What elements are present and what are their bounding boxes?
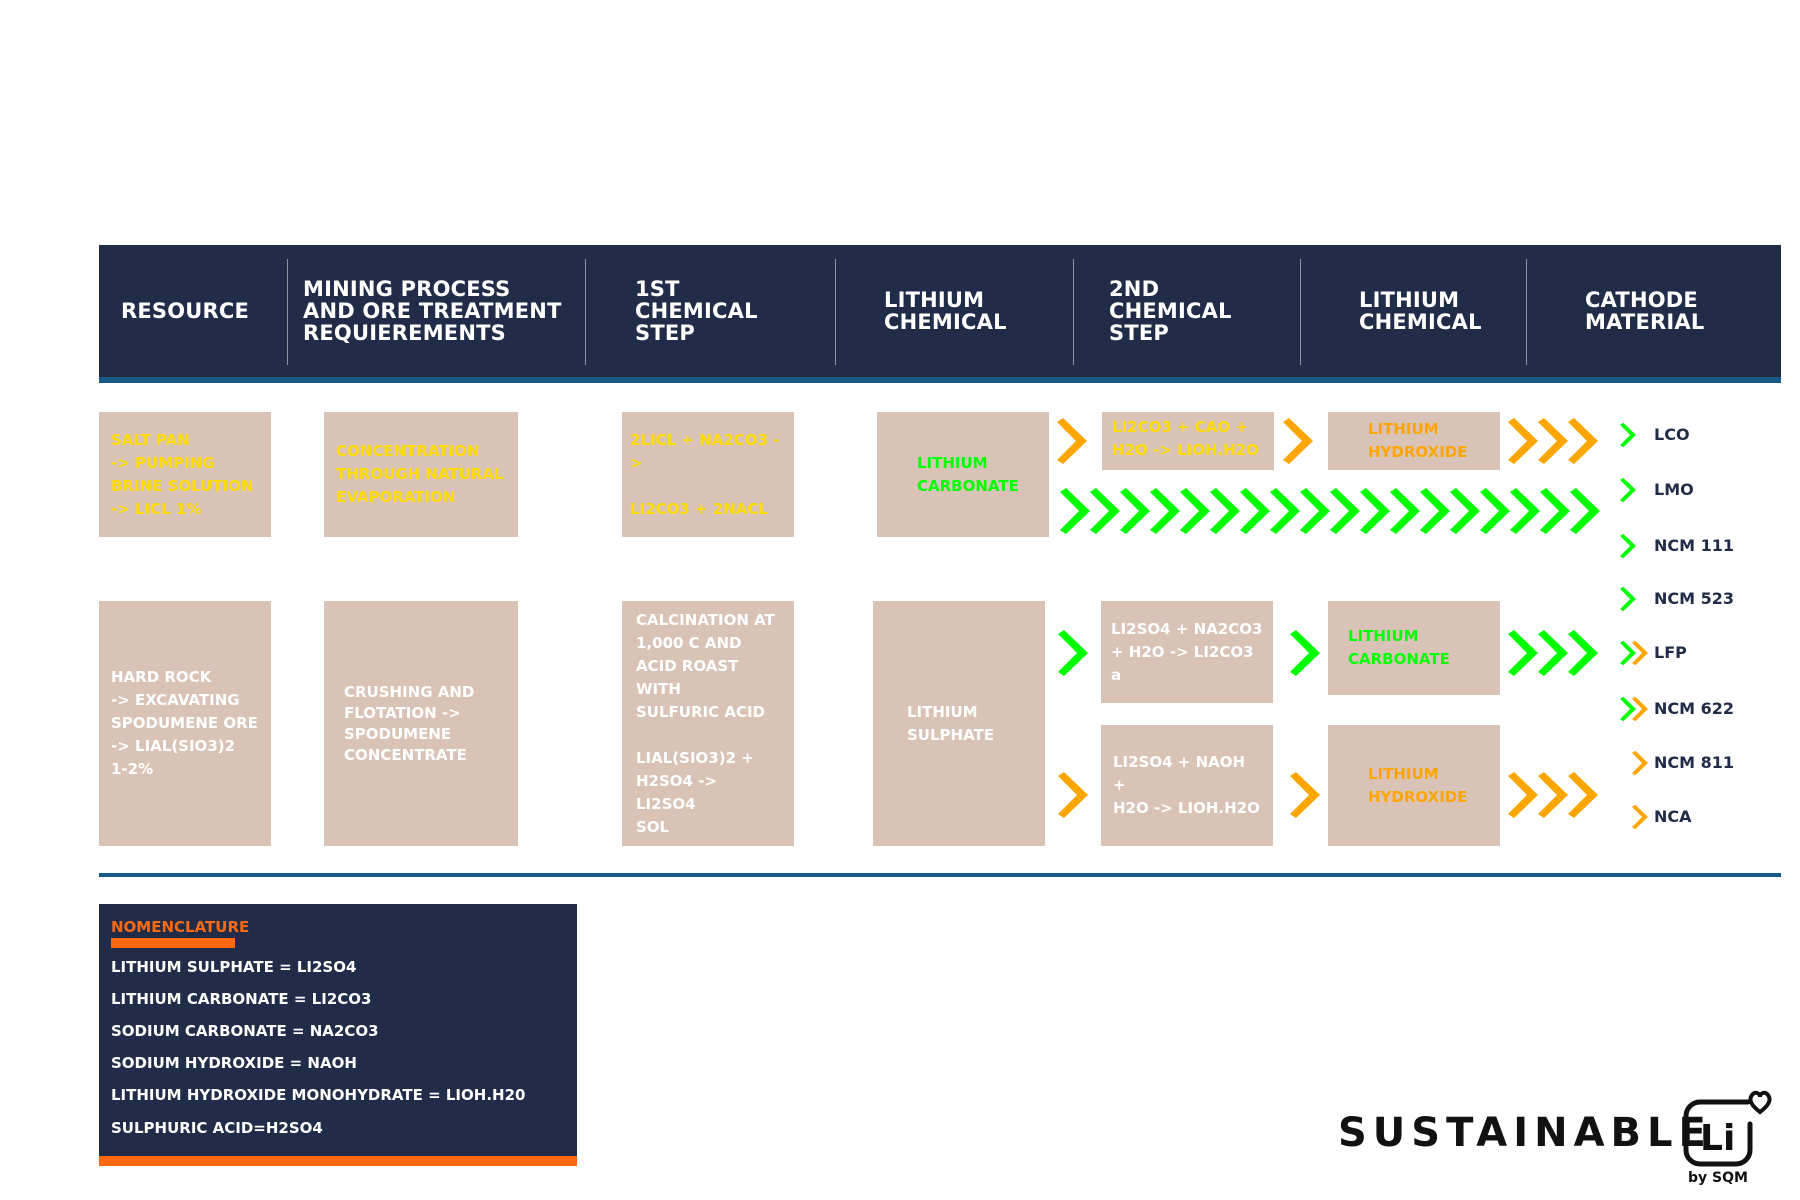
- chevron-right-icon: [1270, 488, 1300, 534]
- hardrock-second-step-carbonate-box: LI2SO4 + NA2CO3 + H2O -> LI2CO3 a: [1101, 601, 1273, 703]
- brine-first-step-box: 2LICL + NA2CO3 -> LI2CO3 + 2NACL: [622, 412, 794, 537]
- nomenclature-item: SODIUM HYDROXIDE = NAOH: [111, 1054, 357, 1072]
- nomenclature-item: LITHIUM CARBONATE = LI2CO3: [111, 990, 372, 1008]
- cathode-material-label: NCM 811: [1654, 753, 1735, 772]
- chevron-right-icon: [1290, 772, 1320, 818]
- chevron-right-icon: [1300, 488, 1330, 534]
- header-divider: [287, 259, 288, 365]
- nomenclature-item: SODIUM CARBONATE = NA2CO3: [111, 1022, 379, 1040]
- chevron-green-icon: [1620, 477, 1636, 503]
- cathode-material-label: NCM 622: [1654, 699, 1735, 718]
- hardrock-second-step-hydroxide-box: LI2SO4 + NAOH + H2O -> LIOH.H2O: [1101, 725, 1273, 846]
- brine-mining-box: CONCENTRATION THROUGH NATURAL EVAPORATIO…: [324, 412, 518, 537]
- chevron-green-icon: [1620, 586, 1636, 612]
- chevron-right-icon: [1057, 418, 1087, 464]
- header-underline: [99, 377, 1781, 383]
- header-lithium-chemical: LITHIUM CHEMICAL: [884, 288, 1007, 334]
- chevron-right-icon: [1510, 488, 1540, 534]
- header-lithium-chemical-2: LITHIUM CHEMICAL: [1359, 288, 1482, 334]
- chevron-right-icon: [1508, 630, 1538, 676]
- nomenclature-item: LITHIUM SULPHATE = LI2SO4: [111, 958, 357, 976]
- chevron-right-icon: [1570, 488, 1600, 534]
- cathode-material-label: NCA: [1654, 807, 1692, 826]
- chevron-right-icon: [1150, 488, 1180, 534]
- chevron-right-icon: [1568, 772, 1598, 818]
- brine-lithium-hydroxide-box: LITHIUM HYDROXIDE: [1328, 412, 1500, 470]
- chevron-right-icon: [1090, 488, 1120, 534]
- header-cathode-material: CATHODE MATERIAL: [1585, 288, 1705, 334]
- chevron-right-icon: [1290, 630, 1320, 676]
- chevron-right-icon: [1180, 488, 1210, 534]
- nomenclature-accent-bar: [99, 1156, 577, 1166]
- logo-by-sqm: by SQM: [1688, 1170, 1748, 1186]
- brine-resource-box: SALT PAN -> PUMPING BRINE SOLUTION -> LI…: [99, 412, 271, 537]
- hardrock-mining-box: CRUSHING AND FLOTATION -> SPODUMENE CONC…: [324, 601, 518, 846]
- chevron-right-icon: [1508, 418, 1538, 464]
- sustainable-li-logo: SUSTAINABLE Li by SQM: [1338, 1088, 1778, 1193]
- chevron-right-icon: [1058, 630, 1088, 676]
- header-divider: [1526, 259, 1527, 365]
- brine-lithium-carbonate-box: LITHIUM CARBONATE: [877, 412, 1049, 537]
- chevron-right-icon: [1568, 630, 1598, 676]
- chevron-right-icon: [1240, 488, 1270, 534]
- chevron-right-icon: [1210, 488, 1240, 534]
- chevron-right-icon: [1538, 772, 1568, 818]
- chevron-right-icon: [1450, 488, 1480, 534]
- header-divider: [835, 259, 836, 365]
- nomenclature-item: LITHIUM HYDROXIDE MONOHYDRATE = LIOH.H20: [111, 1086, 526, 1104]
- chevron-right-icon: [1540, 488, 1570, 534]
- chevron-right-icon: [1538, 418, 1568, 464]
- chevron-orange-icon: [1632, 750, 1648, 776]
- cathode-material-label: LMO: [1654, 480, 1694, 499]
- header-band: RESOURCE MINING PROCESS AND ORE TREATMEN…: [99, 245, 1781, 377]
- chevron-green-icon: [1620, 696, 1636, 722]
- cathode-material-label: NCM 111: [1654, 536, 1735, 555]
- header-second-chemical-step: 2ND CHEMICAL STEP: [1109, 277, 1232, 345]
- chevron-green-icon: [1620, 422, 1636, 448]
- header-mining-process: MINING PROCESS AND ORE TREATMENT REQUIER…: [303, 277, 562, 345]
- cathode-material-label: LFP: [1654, 643, 1687, 662]
- bottom-rule: [99, 873, 1781, 877]
- chevron-right-icon: [1568, 418, 1598, 464]
- chevron-right-icon: [1538, 630, 1568, 676]
- header-divider: [585, 259, 586, 365]
- header-first-chemical-step: 1ST CHEMICAL STEP: [635, 277, 758, 345]
- header-resource: RESOURCE: [121, 299, 250, 323]
- chevron-orange-icon: [1632, 804, 1648, 830]
- header-divider: [1300, 259, 1301, 365]
- logo-wordmark: SUSTAINABLE: [1338, 1110, 1712, 1156]
- brine-second-step-box: LI2CO3 + CAO + H2O -> LIOH.H2O: [1102, 412, 1274, 470]
- nomenclature-item: SULPHURIC ACID=H2SO4: [111, 1119, 323, 1137]
- nomenclature-title-underline: [111, 938, 235, 948]
- cathode-material-label: NCM 523: [1654, 589, 1735, 608]
- chevron-right-icon: [1508, 772, 1538, 818]
- chevron-right-icon: [1420, 488, 1450, 534]
- hardrock-lithium-hydroxide-box: LITHIUM HYDROXIDE: [1328, 725, 1500, 846]
- chevron-green-icon: [1620, 640, 1636, 666]
- logo-li-mark-icon: Li: [1683, 1090, 1772, 1167]
- chevron-orange-icon: [1632, 696, 1648, 722]
- hardrock-resource-box: HARD ROCK -> EXCAVATING SPODUMENE ORE ->…: [99, 601, 271, 846]
- chevron-right-icon: [1058, 772, 1088, 818]
- chevron-right-icon: [1390, 488, 1420, 534]
- chevron-green-icon: [1620, 533, 1636, 559]
- logo-li-text: Li: [1700, 1118, 1735, 1159]
- chevron-right-icon: [1120, 488, 1150, 534]
- hardrock-lithium-carbonate-box: LITHIUM CARBONATE: [1328, 601, 1500, 695]
- chevron-orange-icon: [1632, 640, 1648, 666]
- nomenclature-panel: NOMENCLATURE LITHIUM SULPHATE = LI2SO4 L…: [99, 904, 577, 1156]
- chevron-right-icon: [1480, 488, 1510, 534]
- chevron-right-icon: [1060, 488, 1090, 534]
- cathode-material-label: LCO: [1654, 425, 1690, 444]
- nomenclature-title: NOMENCLATURE: [111, 918, 250, 936]
- chevron-right-icon: [1283, 418, 1313, 464]
- hardrock-first-step-box: CALCINATION AT 1,000 C AND ACID ROAST WI…: [622, 601, 794, 846]
- header-divider: [1073, 259, 1074, 365]
- hardrock-lithium-sulphate-box: LITHIUM SULPHATE: [873, 601, 1045, 846]
- chevron-right-icon: [1330, 488, 1360, 534]
- chevron-right-icon: [1360, 488, 1390, 534]
